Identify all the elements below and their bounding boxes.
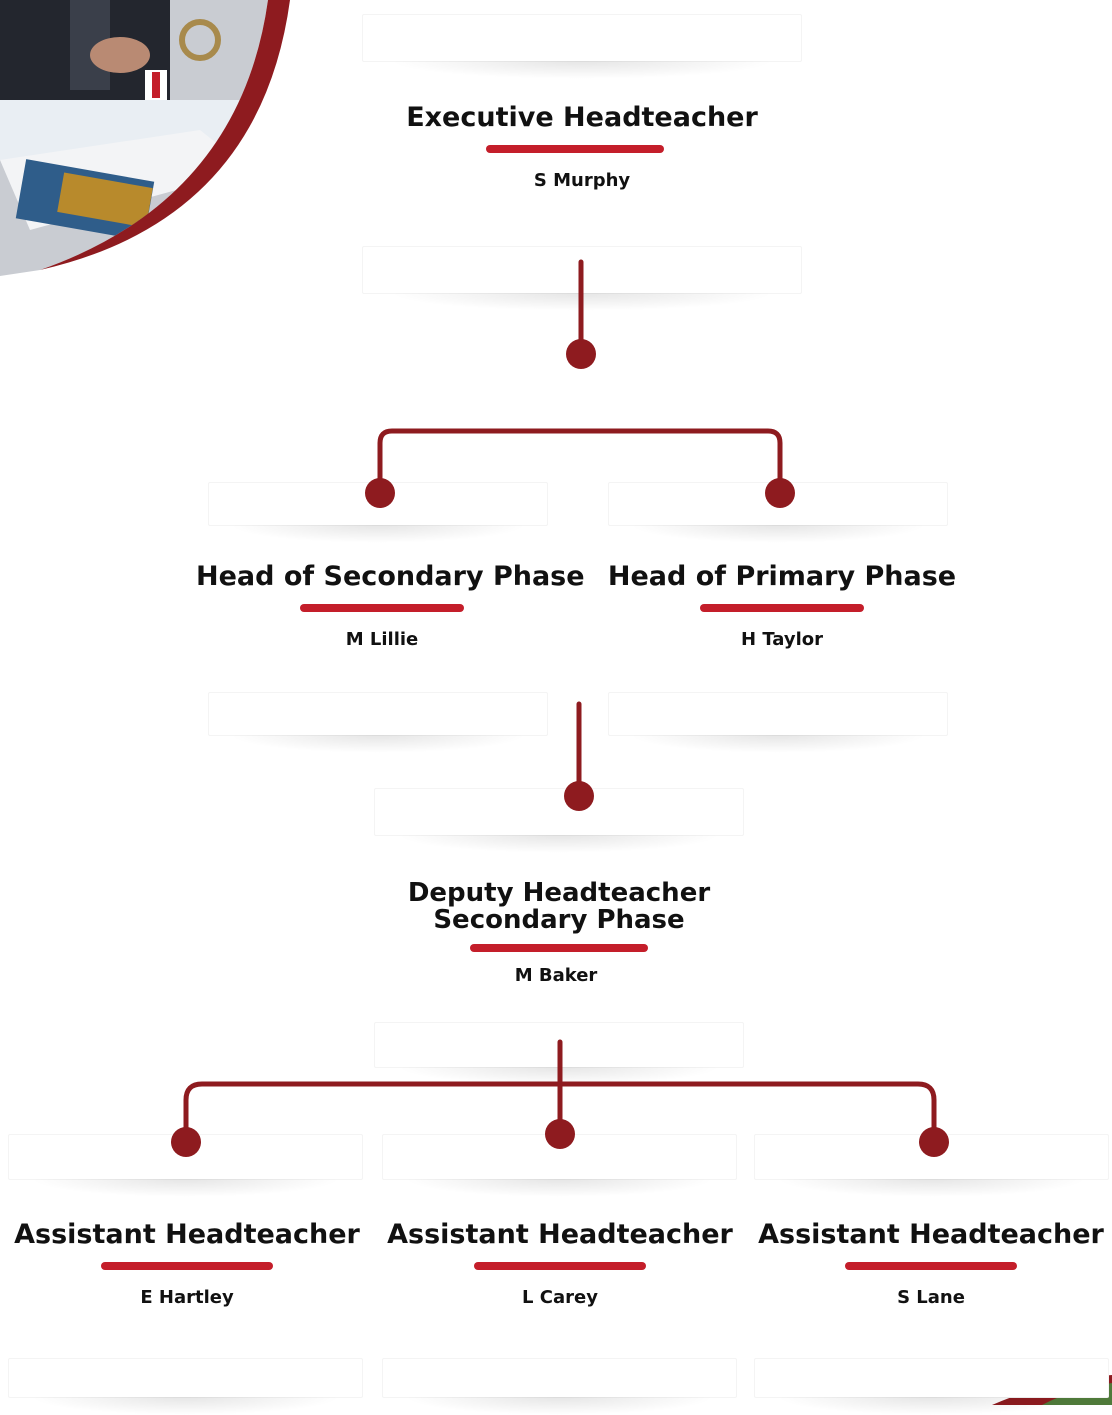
node-head-secondary-phase: Head of Secondary Phase M Lillie (196, 561, 585, 652)
person-name: M Baker (514, 965, 598, 986)
role-title: Assistant Headteacher (758, 1219, 1104, 1250)
card-primary-head-lower (608, 692, 948, 753)
connector-assistant-branch (183, 1081, 937, 1143)
role-title: Executive Headteacher (406, 102, 758, 133)
role-title: Head of Primary Phase (607, 561, 957, 592)
title-underline (474, 1262, 646, 1270)
node-assistant-headteacher: Assistant Headteacher S Lane (756, 1220, 1106, 1310)
title-underline (101, 1262, 273, 1270)
title-underline (700, 604, 864, 612)
title-underline (300, 604, 464, 612)
person-name: S Murphy (533, 170, 631, 191)
role-title-line-1: Deputy Headteacher (407, 878, 711, 908)
role-title-line-2: Secondary Phase (433, 905, 685, 935)
connector-dot (545, 1119, 575, 1149)
title-underline (486, 145, 664, 153)
connector-dot (171, 1127, 201, 1157)
node-assistant-headteacher: Assistant Headteacher L Carey (385, 1220, 735, 1310)
person-name: L Carey (522, 1287, 598, 1308)
person-name: M Lillie (345, 629, 419, 650)
person-name: E Hartley (140, 1287, 234, 1308)
person-name: H Taylor (740, 629, 824, 650)
node-deputy-headteacher: Deputy Headteacher Secondary Phase M Bak… (374, 880, 744, 988)
node-head-primary-phase: Head of Primary Phase H Taylor (596, 562, 968, 652)
card-assistant-2 (382, 1134, 737, 1197)
card-deputy (374, 788, 744, 853)
node-executive-headteacher: Executive Headteacher S Murphy (382, 103, 782, 193)
connector-dot (564, 781, 594, 811)
role-title: Assistant Headteacher (387, 1219, 733, 1250)
role-title: Head of Secondary Phase (196, 561, 585, 592)
card-secondary-head-lower (208, 692, 548, 753)
person-name: S Lane (897, 1287, 965, 1308)
role-title: Assistant Headteacher (14, 1219, 360, 1250)
connector-dot (765, 478, 795, 508)
connector-dot (919, 1127, 949, 1157)
card-executive (362, 14, 802, 79)
title-underline (470, 944, 648, 952)
title-underline (845, 1262, 1017, 1270)
connector-dot (365, 478, 395, 508)
connector-dot (566, 339, 596, 369)
connector-phase-branch (377, 428, 783, 493)
corner-photo (0, 0, 290, 276)
node-assistant-headteacher: Assistant Headteacher E Hartley (12, 1220, 362, 1310)
